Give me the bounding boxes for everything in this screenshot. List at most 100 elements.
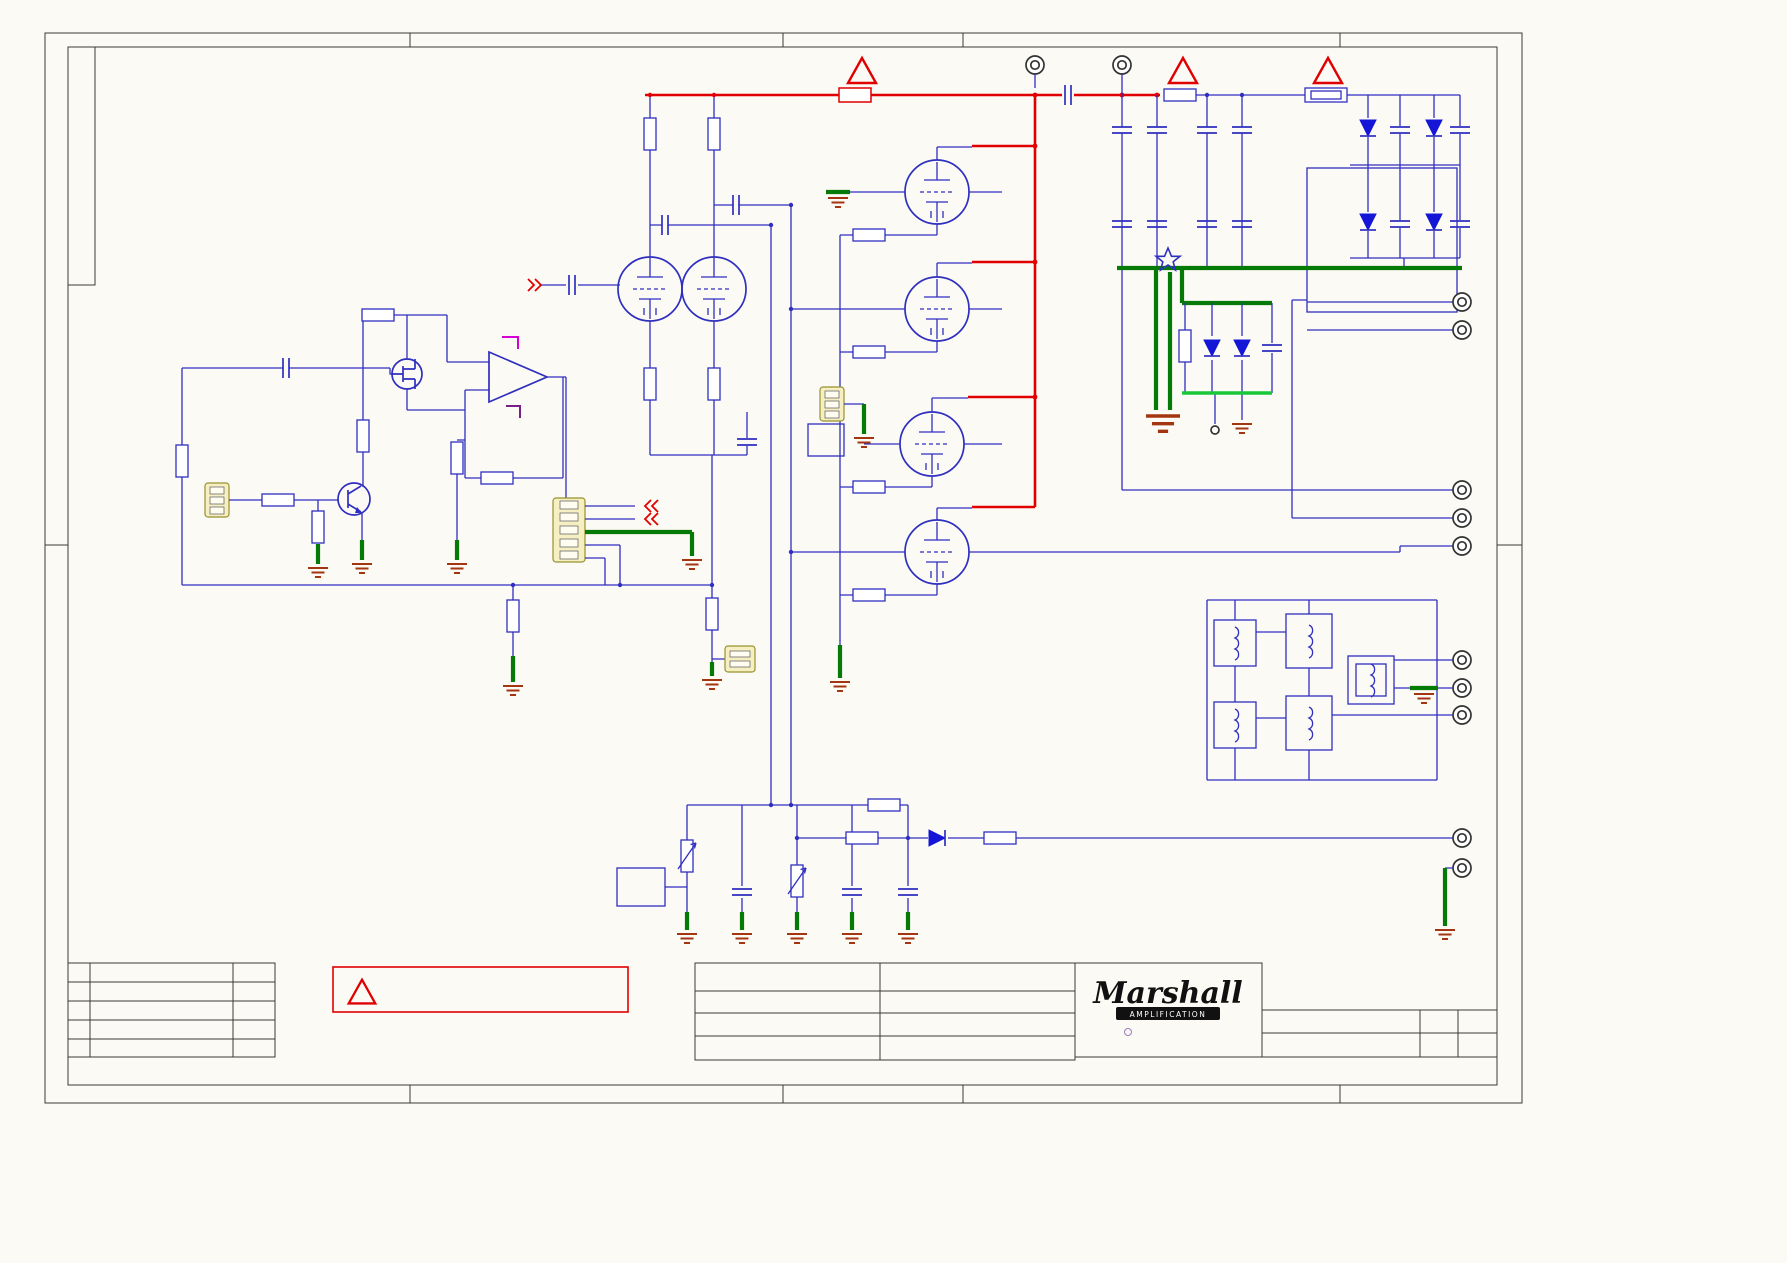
ground-symbol [446,563,468,574]
resistor [852,480,886,494]
resistor [643,117,657,151]
warning-triangle-icon [1312,56,1344,85]
ground-symbol [502,685,524,696]
ground-bus-wires [826,189,850,678]
fuse [838,87,872,103]
ground-symbol [1144,414,1182,433]
output-jack [1452,320,1472,340]
top-test-jacks [1025,55,1132,95]
ground-symbol [853,437,875,448]
winding [1347,655,1395,705]
coil-icon [1234,708,1240,743]
bias-wires [665,804,1453,912]
revision-table [67,962,276,1058]
resistor [707,117,721,151]
junction-dot [1032,394,1038,400]
opamp-positive-rail [502,336,519,349]
capacitor [661,214,669,236]
winding [1213,619,1257,667]
capacitor [897,888,919,896]
coil-icon [1308,624,1314,659]
frame-inner-border [67,46,1498,1086]
ht-power-rail [645,84,1160,509]
resistor [852,345,886,359]
ground-symbol [827,197,849,208]
ribbon-connector-block [552,497,703,585]
input-connector [204,482,230,518]
vacuum-tube [904,519,970,585]
junction-dot [768,222,774,228]
tube-stage-wires [791,146,1453,645]
resistor [1163,88,1197,102]
capacitor [1231,126,1253,134]
v1-double-triode-stage [502,92,794,805]
bias-branch-wires [1184,303,1273,424]
output-jack [1452,508,1472,528]
resistor [261,493,295,507]
resistor [705,597,719,631]
capacitor [731,888,753,896]
ground-symbol [681,559,703,570]
rectifier-diode [1359,119,1377,137]
jfet-transistor [391,358,423,390]
resistor [852,588,886,602]
mains-fuse [1304,87,1348,103]
vacuum-tube [899,411,965,477]
ground-symbol [351,563,373,574]
vacuum-tube [904,159,970,225]
resistor [175,444,189,478]
capacitor [736,438,758,446]
winding [1285,613,1333,669]
junction-dot [1204,92,1210,98]
ground-symbol [701,679,723,690]
vacuum-tube [617,256,683,322]
test-jack [1112,55,1132,75]
junction-dot [1239,92,1245,98]
capacitor [841,888,863,896]
off-page-arrow-icon [644,499,659,513]
coil-icon [1234,626,1240,661]
resistor [311,510,325,544]
transistor [337,482,371,516]
vacuum-tube [904,276,970,342]
warning-note-box [332,966,629,1013]
diode [1203,339,1221,357]
sheet-number-table [1261,1009,1498,1058]
output-jack [1452,292,1472,312]
resistor [983,831,1017,845]
output-jack [1452,536,1472,556]
junction-dot [1032,259,1038,265]
psu-wires [1121,94,1461,519]
input-stage-wires [181,314,712,586]
ground-symbol [307,567,329,578]
brand-logo-text: Marshall [1092,976,1242,1011]
winding-core [1355,663,1387,697]
v1-wires [512,95,792,805]
junction-dot [905,835,911,841]
ground-bus-wire [585,529,695,556]
ground-symbol [786,933,808,944]
coil-icon [1370,663,1376,698]
connector [724,645,756,673]
resistor [1178,329,1192,363]
ht-rail-wires [645,93,1160,509]
output-transformer [1206,599,1453,781]
label-box [616,867,666,907]
opamp [488,336,550,418]
ground-symbol [731,933,753,944]
output-jack [1452,705,1472,725]
transformer-frame [1206,599,1438,781]
rectifier-diode [1359,213,1377,231]
warning-triangle-icon [1167,56,1199,85]
resistor [867,798,901,812]
connector-wires [585,505,635,585]
ribbon-connector [552,497,586,563]
ground-symbol [1413,693,1435,704]
top-warning-triangles [846,56,1344,85]
frame-zone-ticks [45,33,1522,1103]
winding [1285,695,1333,751]
junction-dot [711,92,717,98]
resistor [450,441,464,475]
